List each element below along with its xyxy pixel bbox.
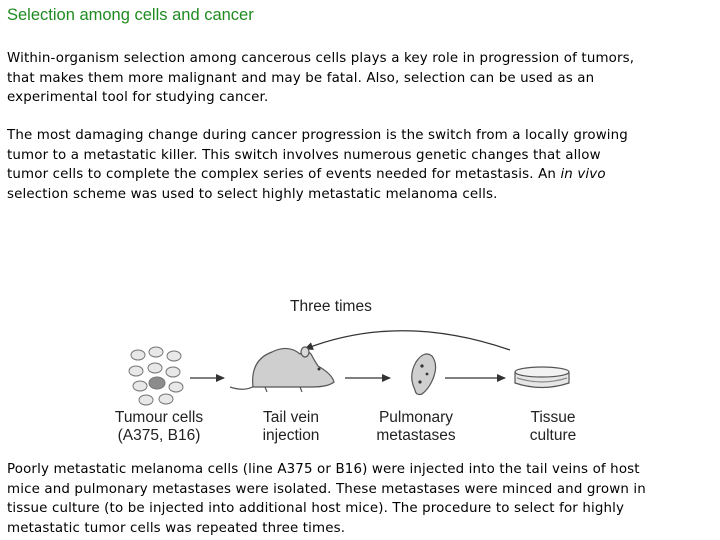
selection-diagram: Three times Tumour cells (A375, B16) Tai…	[100, 292, 620, 452]
paragraph-intro: Within-organism selection among cancerou…	[7, 49, 719, 108]
step-label-line: Tumour cells	[114, 409, 204, 426]
step-label-culture: Tissue culture	[510, 409, 596, 445]
paragraph-line: mice and pulmonary metastases were isola…	[7, 481, 646, 497]
step-label-metastases: Pulmonary metastases	[364, 409, 468, 445]
paragraph-line: selection scheme was used to select high…	[7, 186, 498, 202]
page-title: Selection among cells and cancer	[7, 6, 254, 24]
tumour-cells-icon	[128, 346, 184, 406]
feedback-arrow	[304, 330, 511, 351]
mouse-icon	[229, 346, 335, 393]
step-label-line: Tail vein	[263, 409, 319, 426]
step-label-tumour-cells: Tumour cells (A375, B16)	[100, 409, 218, 445]
culture-dish-icon	[514, 366, 570, 389]
paragraph-line: tumor cells to complete the complex seri…	[7, 165, 719, 185]
step-label-line: culture	[529, 427, 577, 444]
step-label-line: metastases	[376, 427, 456, 444]
paragraph-line: metastatic tumor cells was repeated thre…	[7, 520, 346, 536]
paragraph-procedure: Poorly metastatic melanoma cells (line A…	[7, 460, 719, 538]
step-label-line: Pulmonary	[378, 409, 454, 426]
repeat-label: Three times	[290, 298, 372, 315]
diagram-graphics	[128, 330, 570, 406]
italic-term: in vivo	[560, 167, 606, 182]
paragraph-line: tissue culture (to be injected into addi…	[7, 501, 625, 516]
lung-icon	[411, 353, 437, 396]
paragraph-line: experimental tool for studying cancer.	[7, 90, 269, 105]
paragraph-line: tumor to a metastatic killer. This switc…	[7, 147, 601, 163]
step-label-line: Tissue	[530, 409, 576, 426]
paragraph-line: The most damaging change during cancer p…	[7, 128, 628, 143]
step-label-line: injection	[262, 427, 320, 444]
step-label-injection: Tail vein injection	[246, 409, 336, 445]
paragraph-metastasis: The most damaging change during cancer p…	[7, 126, 719, 204]
paragraph-line: that makes them more malignant and may b…	[7, 70, 595, 86]
step-label-line: (A375, B16)	[117, 427, 201, 444]
paragraph-text: tumor cells to complete the complex seri…	[7, 167, 561, 182]
paragraph-line: Within-organism selection among cancerou…	[7, 51, 635, 66]
paragraph-line: Poorly metastatic melanoma cells (line A…	[7, 462, 640, 477]
